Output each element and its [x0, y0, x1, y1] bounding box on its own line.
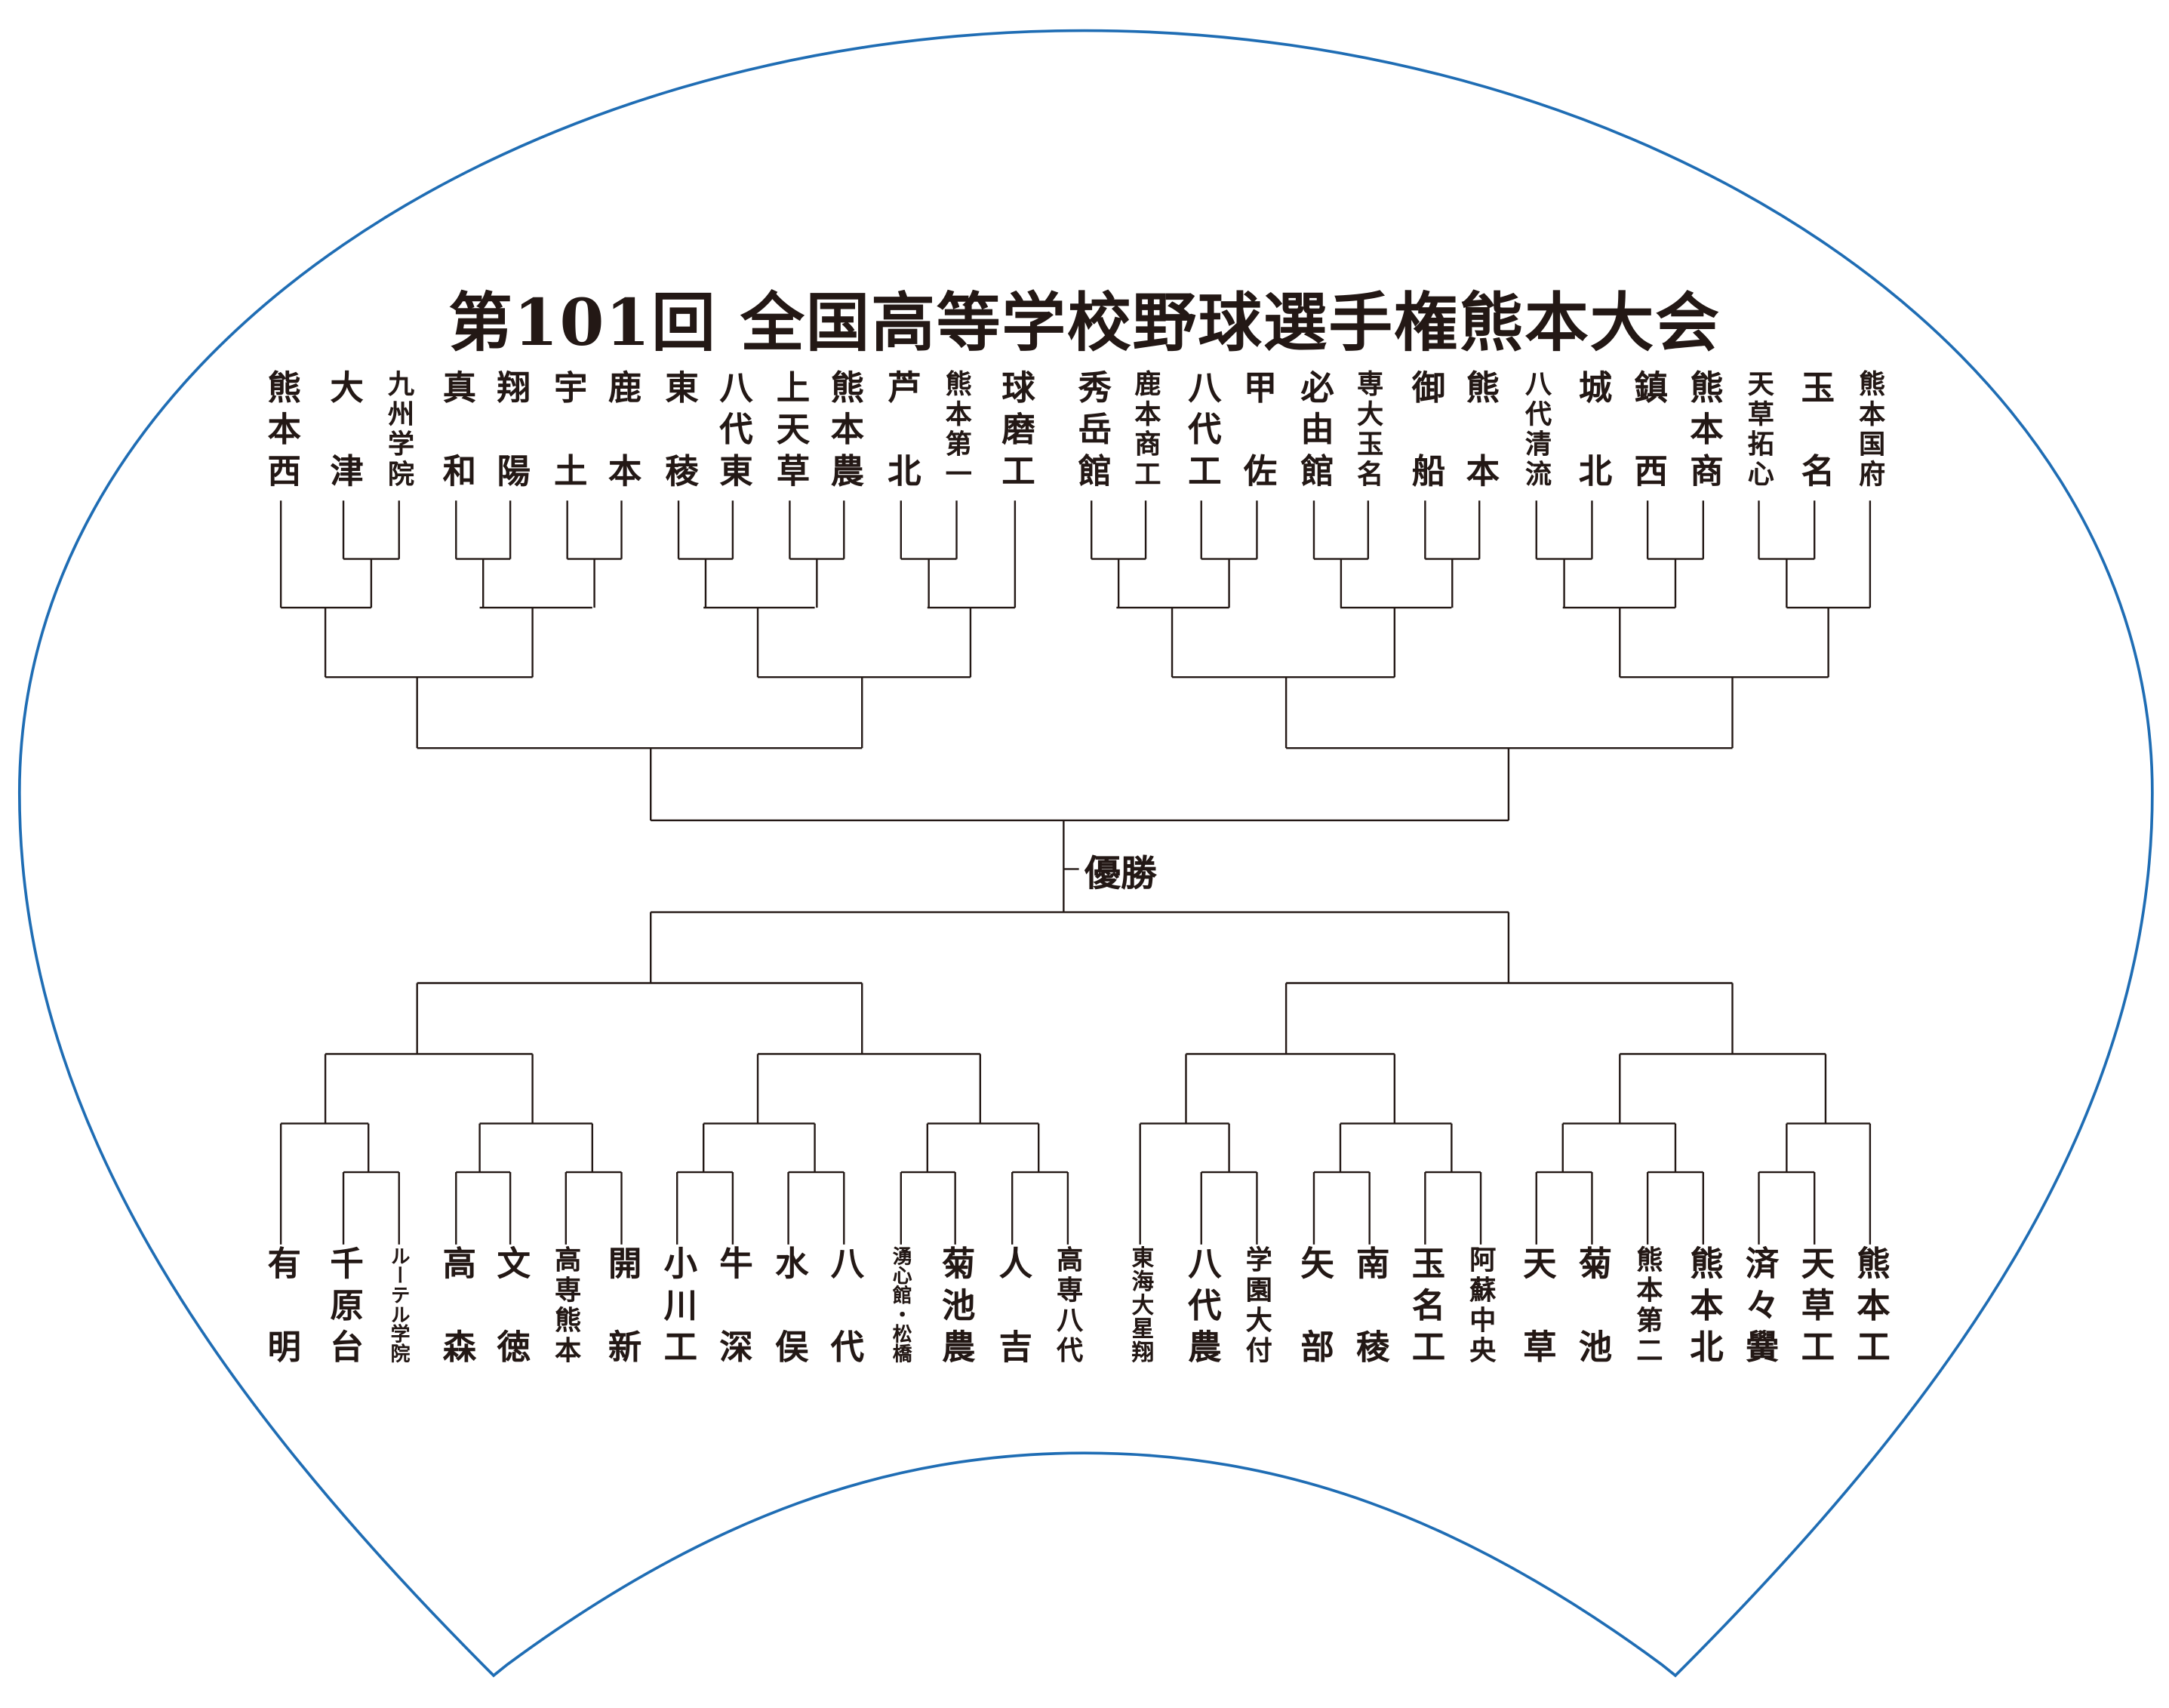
team-name[interactable]: 東稜 — [659, 370, 698, 537]
team-name[interactable]: 水俣 — [768, 1245, 808, 1413]
team-name[interactable]: 大津 — [324, 370, 363, 537]
team-name[interactable]: 城北 — [1572, 370, 1612, 537]
team-name[interactable]: 八代東 — [713, 370, 752, 495]
team-name[interactable]: 熊本 — [1460, 370, 1499, 537]
page-title: 第101回 全国高等学校野球選手権熊本大会 — [448, 285, 1721, 361]
team-name[interactable]: 南稜 — [1349, 1245, 1389, 1413]
team-name[interactable]: 熊本第二 — [1632, 1245, 1663, 1367]
team-name[interactable]: 菊池 — [1572, 1245, 1612, 1413]
team-name[interactable]: 熊本第一 — [941, 370, 972, 491]
team-name[interactable]: 熊本農 — [824, 370, 864, 495]
team-name[interactable]: 天草工 — [1795, 1245, 1834, 1371]
team-name[interactable]: 鹿本商工 — [1130, 370, 1161, 491]
team-name[interactable]: 文徳 — [491, 1245, 530, 1413]
team-name[interactable]: 熊本西 — [261, 370, 300, 495]
team-name[interactable]: 翔陽 — [491, 370, 530, 537]
team-name[interactable]: 高専八代 — [1052, 1245, 1084, 1367]
team-name[interactable]: ルーテル学院 — [388, 1245, 411, 1363]
team-name[interactable]: 八代清流 — [1521, 370, 1552, 491]
team-name[interactable]: 鎮西 — [1628, 370, 1667, 537]
team-name[interactable]: 球磨工 — [995, 370, 1035, 495]
team-name[interactable]: 鹿本 — [601, 370, 641, 537]
team-name[interactable]: 八代農 — [1181, 1245, 1221, 1371]
team-name[interactable]: 熊本国府 — [1854, 370, 1886, 491]
team-name[interactable]: 菊池農 — [935, 1245, 975, 1371]
team-name[interactable]: 済々黌 — [1739, 1245, 1779, 1371]
team-name[interactable]: 学園大付 — [1241, 1245, 1272, 1367]
team-name[interactable]: 玉名工 — [1405, 1245, 1445, 1371]
team-name[interactable]: 東海大星翔 — [1128, 1245, 1155, 1365]
team-name[interactable]: 八代工 — [1181, 370, 1221, 495]
team-name[interactable]: 阿蘇中央 — [1465, 1245, 1497, 1367]
team-name[interactable]: 熊本工 — [1851, 1245, 1890, 1371]
team-name[interactable]: 真和 — [436, 370, 476, 537]
team-name[interactable]: 必由館 — [1294, 370, 1334, 495]
team-name[interactable]: 湧心館・松橋 — [890, 1245, 912, 1363]
team-name[interactable]: 天草 — [1516, 1245, 1556, 1413]
team-name[interactable]: 甲佐 — [1237, 370, 1277, 537]
team-name[interactable]: 玉名 — [1795, 370, 1834, 537]
team-name[interactable]: 矢部 — [1294, 1245, 1334, 1413]
team-name[interactable]: 九州学院 — [383, 370, 415, 491]
team-name[interactable]: 秀岳館 — [1072, 370, 1111, 495]
team-name[interactable]: 千原台 — [324, 1245, 363, 1371]
team-name[interactable]: 開新 — [601, 1245, 641, 1413]
team-name[interactable]: 芦北 — [881, 370, 921, 537]
team-name[interactable]: 熊本商 — [1684, 370, 1723, 495]
team-name[interactable]: 高専熊本 — [550, 1245, 582, 1367]
team-name[interactable]: 御船 — [1405, 370, 1445, 537]
champion-label: 優勝 — [1084, 854, 1157, 896]
team-name[interactable]: 熊本北 — [1684, 1245, 1723, 1371]
team-name[interactable]: 上天草 — [770, 370, 810, 495]
team-name[interactable]: 専大玉名 — [1352, 370, 1384, 491]
team-name[interactable]: 牛深 — [713, 1245, 752, 1413]
team-name[interactable]: 天草拓心 — [1743, 370, 1774, 491]
team-name[interactable]: 小川工 — [657, 1245, 697, 1371]
team-name[interactable]: 八代 — [824, 1245, 864, 1413]
team-name[interactable]: 宇土 — [547, 370, 587, 537]
team-name[interactable]: 人吉 — [992, 1245, 1032, 1413]
fan-outline — [17, 29, 2154, 1678]
team-name[interactable]: 高森 — [436, 1245, 476, 1413]
team-name[interactable]: 有明 — [261, 1245, 300, 1413]
